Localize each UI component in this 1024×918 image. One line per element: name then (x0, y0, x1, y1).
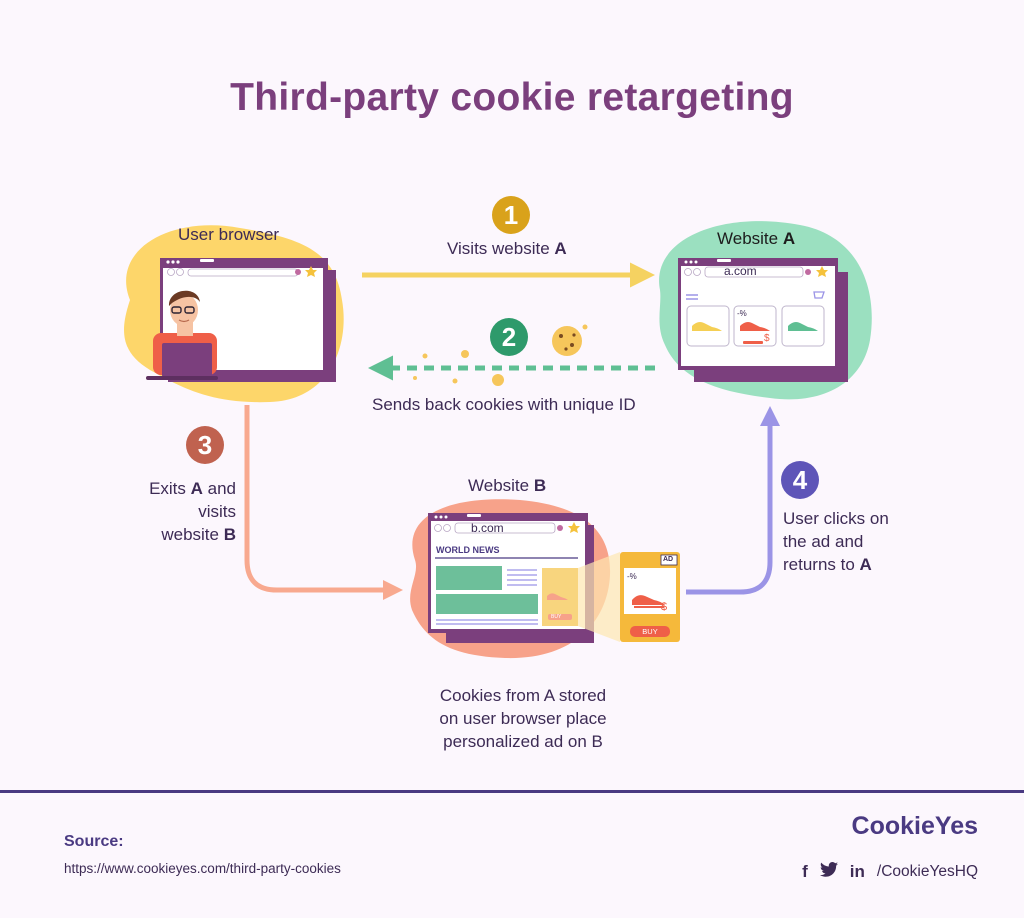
step-2-badge: 2 (490, 318, 528, 356)
ad-buy: BUY (642, 627, 658, 636)
step-3-label: Exits A and visits website B (149, 479, 236, 544)
website-a-url: a.com (724, 264, 757, 278)
ad-discount: -% (627, 572, 637, 581)
website-a-illustration (659, 221, 872, 400)
step-4-badge: 4 (781, 461, 819, 499)
cookie-icon (552, 326, 582, 356)
ad-price: $ (661, 601, 668, 613)
step-1-label: Visits website A (447, 239, 567, 258)
source-link[interactable]: https://www.cookieyes.com/third-party-co… (64, 861, 341, 876)
user-browser-illustration (124, 225, 344, 403)
linkedin-icon[interactable]: in (849, 862, 865, 881)
social-handle: /CookieYesHQ (876, 863, 978, 880)
caption: Cookies from A stored on user browser pl… (439, 686, 607, 751)
social-links: f in /CookieYesHQ (802, 862, 978, 882)
arrow-return-to-a (686, 406, 780, 595)
website-b-buy: BUY (551, 614, 562, 620)
step-4-label: User clicks on the ad and returns to A (783, 509, 889, 574)
diagram-title: Third-party cookie retargeting (230, 76, 794, 119)
website-a-discount: -% (737, 309, 747, 318)
user-browser-label: User browser (178, 225, 280, 244)
source-label: Source: (64, 833, 124, 850)
footer-divider (0, 790, 1024, 793)
twitter-icon[interactable] (819, 862, 838, 882)
website-a-price: $ (764, 333, 770, 344)
step-3-badge: 3 (186, 426, 224, 464)
cookie-crumbs-icon (413, 324, 588, 386)
facebook-icon[interactable]: f (802, 862, 808, 881)
brand-logo: CookieYes (851, 812, 978, 840)
news-headline: WORLD NEWS (436, 545, 500, 555)
step-1-badge: 1 (492, 196, 530, 234)
website-b-illustration (410, 499, 680, 659)
website-b-label: Website B (468, 476, 547, 495)
step-2-label: Sends back cookies with unique ID (372, 395, 636, 414)
arrow-to-website-b (244, 405, 403, 600)
ad-tag: AD (663, 556, 674, 563)
website-a-label: Website A (717, 229, 796, 248)
website-b-url: b.com (471, 521, 504, 535)
